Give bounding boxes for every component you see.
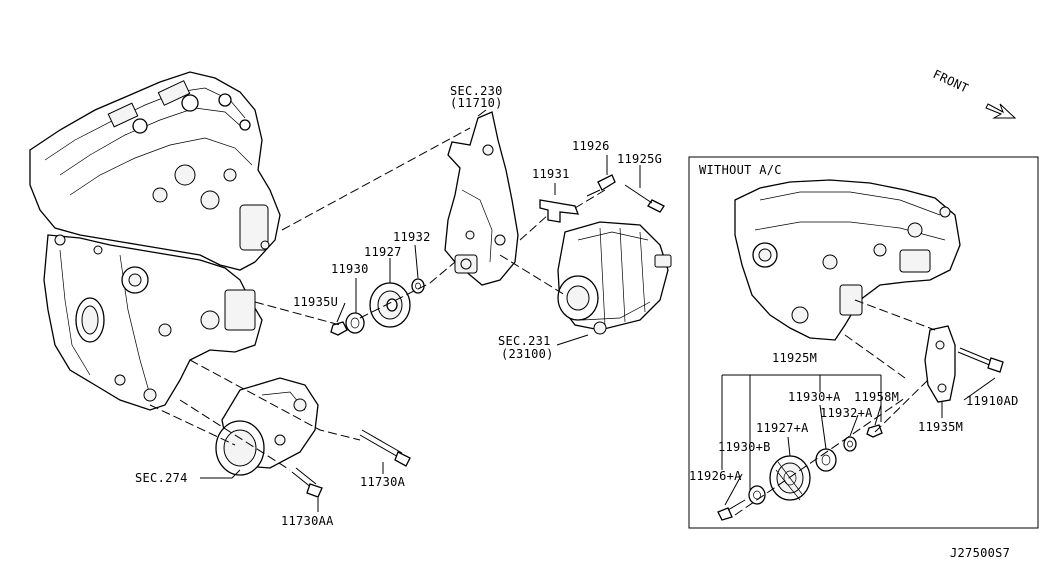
pump-sec274 <box>215 377 411 498</box>
label-11925g: 11925G <box>617 152 662 166</box>
label-11927a: 11927+A <box>756 421 809 435</box>
inset-assembly-lines <box>734 299 936 516</box>
inset-leader-lines <box>721 374 996 506</box>
label-front: FRONT <box>931 67 971 96</box>
label-11926a: 11926+A <box>689 469 742 483</box>
label-11910ad: 11910AD <box>966 394 1019 408</box>
alternator-bracket-sec230 <box>444 111 519 286</box>
label-without-ac: WITHOUT A/C <box>699 163 782 177</box>
label-11926: 11926 <box>572 139 610 153</box>
inset-bracket <box>924 325 1004 403</box>
label-11927: 11927 <box>364 245 402 259</box>
labels: SEC.230 (11710) 11926 11925G 11931 11932… <box>135 67 1019 560</box>
label-11925m: 11925M <box>772 351 817 365</box>
label-11935m: 11935M <box>918 420 963 434</box>
label-11730a: 11730A <box>360 475 406 489</box>
label-11930: 11930 <box>331 262 369 276</box>
leader-lines <box>200 109 641 512</box>
inset-idler-parts <box>717 424 883 521</box>
without-ac-inset-frame <box>688 156 1039 529</box>
label-11931: 11931 <box>532 167 570 181</box>
diagram-code: J27500S7 <box>950 546 1010 560</box>
inset-engine-illustration <box>734 179 961 341</box>
label-sec230-ref: (11710) <box>450 96 503 110</box>
label-sec231: SEC.231 <box>498 334 551 348</box>
label-sec230: SEC.230 <box>450 84 503 98</box>
label-11930b: 11930+B <box>718 440 771 454</box>
alternator-sec231 <box>557 221 672 335</box>
label-11935u: 11935U <box>293 295 338 309</box>
label-11730aa: 11730AA <box>281 514 334 528</box>
label-11958m: 11958M <box>854 390 899 404</box>
front-arrow-icon <box>985 103 1017 119</box>
label-sec231-ref: (23100) <box>501 347 554 361</box>
label-11930a: 11930+A <box>788 390 841 404</box>
label-sec274: SEC.274 <box>135 471 188 485</box>
label-11932: 11932 <box>393 230 431 244</box>
label-11932a: 11932+A <box>820 406 873 420</box>
assembly-lines <box>149 127 606 471</box>
engine-block-illustration <box>29 71 281 411</box>
idler-pulley-parts <box>330 174 665 336</box>
